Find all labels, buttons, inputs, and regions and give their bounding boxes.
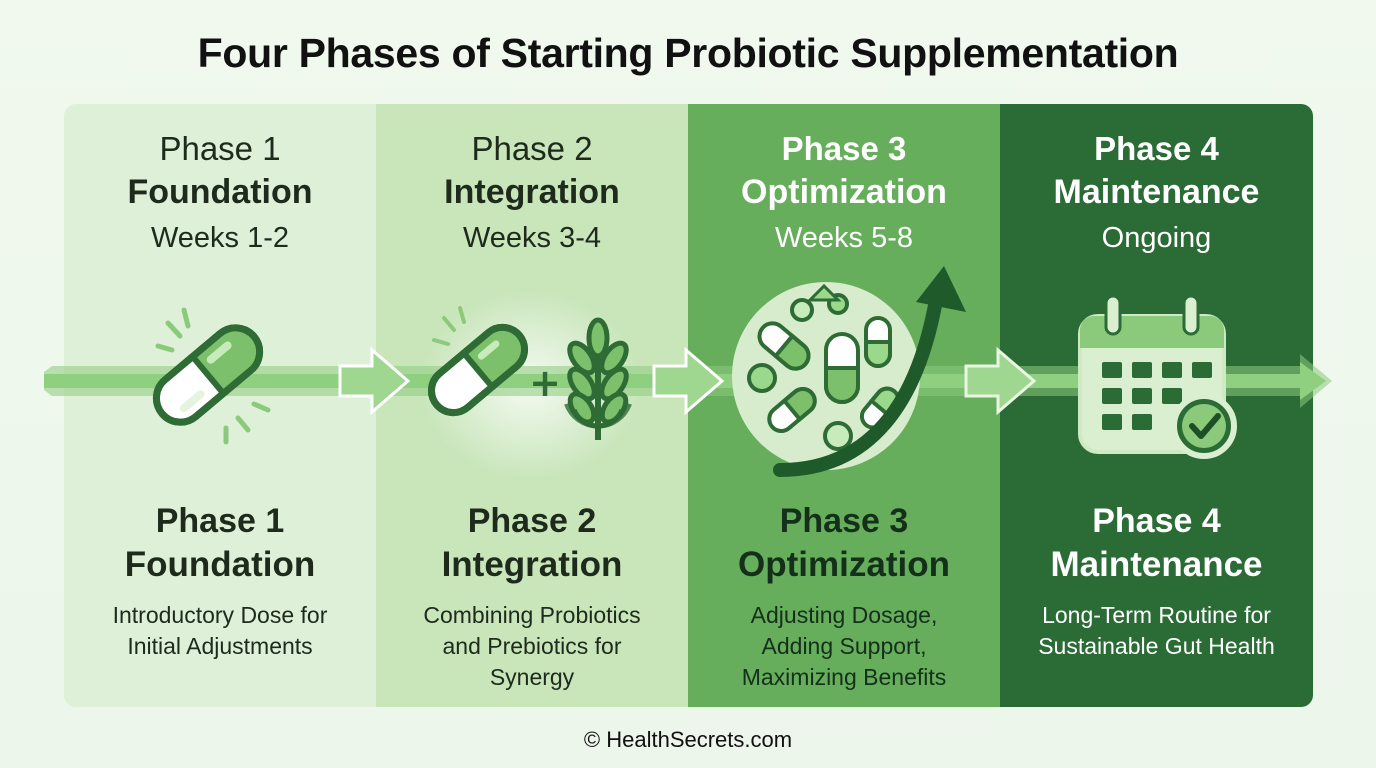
phase-summary-1: Phase 1 Foundation Introductory Dose for… (64, 500, 376, 662)
phase-description: Combining Probiotics and Prebiotics for … (376, 600, 688, 693)
phase-header-4: Phase 4 Maintenance Ongoing (1000, 128, 1313, 262)
phase-number: Phase 2 (471, 130, 593, 167)
phase-description: Adjusting Dosage, Adding Support, Maximi… (688, 600, 1000, 693)
description-line: Combining Probiotics (423, 602, 641, 628)
phase-summary-3: Phase 3 Optimization Adjusting Dosage, A… (688, 500, 1000, 693)
phase-number: Phase 1 (159, 130, 281, 167)
chevron-arrow-icon (652, 346, 725, 416)
phase-description: Long-Term Routine for Sustainable Gut He… (1000, 600, 1313, 662)
description-line: Long-Term Routine for (1042, 602, 1271, 628)
calendar-check-icon (1078, 294, 1237, 459)
phase-header-3: Phase 3 Optimization Weeks 5-8 (688, 128, 1000, 262)
phase-number: Phase 2 (467, 502, 597, 540)
chevron-arrow-icon (964, 346, 1037, 416)
description-line: and Prebiotics for (442, 633, 622, 659)
phase-header-2: Phase 2 Integration Weeks 3-4 (376, 128, 688, 262)
phase-description: Introductory Dose for Initial Adjustment… (64, 600, 376, 662)
description-line: Adjusting Dosage, (750, 602, 938, 628)
description-line: Synergy (489, 664, 575, 690)
phase-number: Phase 4 (1094, 130, 1219, 167)
phase-number: Phase 4 (1092, 502, 1221, 540)
description-line: Introductory Dose for (112, 602, 328, 628)
phase-summary-2: Phase 2 Integration Combining Probiotics… (376, 500, 688, 693)
phase-number: Phase 3 (781, 130, 907, 167)
phase-name: Foundation (124, 545, 316, 584)
phase-name: Maintenance (1050, 545, 1263, 584)
phase-panel-1: Phase 1 Foundation Weeks 1-2 Phase 1 Fou… (64, 104, 376, 707)
phase-duration: Weeks 3-4 (462, 222, 602, 254)
phase-number: Phase 1 (155, 502, 285, 540)
phase-name: Integration (444, 173, 620, 211)
phase-name: Optimization (741, 173, 947, 211)
phase-name: Integration (441, 545, 623, 584)
description-line: Initial Adjustments (127, 633, 313, 659)
chevron-arrow-icon (338, 346, 411, 416)
phase-summary-4: Phase 4 Maintenance Long-Term Routine fo… (1000, 500, 1313, 662)
description-line: Maximizing Benefits (741, 664, 947, 690)
phase-number: Phase 3 (779, 502, 909, 540)
description-line: Adding Support, (761, 633, 927, 659)
phase-duration: Weeks 5-8 (774, 222, 914, 254)
phase-duration: Weeks 1-2 (150, 222, 290, 254)
copyright-footer: © HealthSecrets.com (583, 727, 793, 752)
phase-header-1: Phase 1 Foundation Weeks 1-2 (64, 128, 376, 262)
phase-name: Foundation (127, 173, 313, 211)
capsule-icon (152, 307, 271, 445)
page-title: Four Phases of Starting Probiotic Supple… (197, 30, 1179, 76)
capsule-plus-wheat-icon: + (427, 306, 632, 440)
pills-growth-arrow-icon (732, 266, 966, 477)
plus-sign: + (529, 361, 561, 405)
phase-name: Maintenance (1053, 173, 1260, 211)
description-line: Sustainable Gut Health (1038, 633, 1275, 659)
phase-name: Optimization (738, 545, 950, 584)
phase-duration: Ongoing (1101, 222, 1212, 254)
